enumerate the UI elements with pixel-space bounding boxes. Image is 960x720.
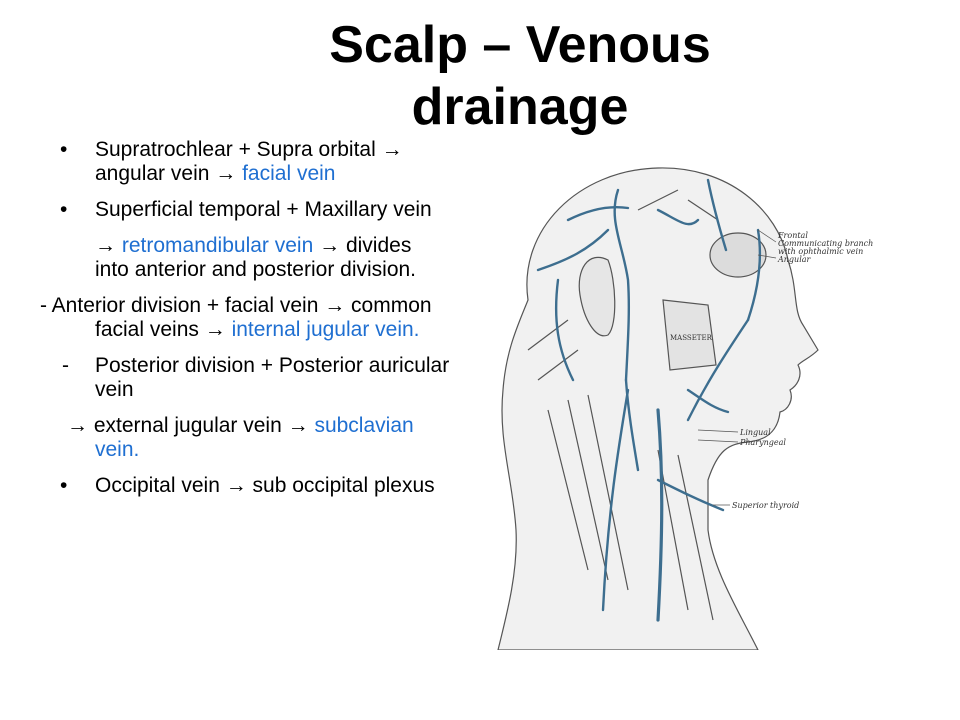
label-masseter: MASSETER [670, 334, 713, 342]
slide-title: Scalp – Venous drainage [329, 16, 711, 136]
body-item: - Anterior division + facial vein → comm… [40, 294, 450, 342]
body-item: • Superficial temporal + Maxillary vein [40, 198, 450, 222]
eye-outline [709, 232, 767, 278]
facial-vein [686, 318, 750, 422]
body-text-run: → [95, 234, 122, 257]
head-neck-vein-illustration: Frontal Communicating branch with ophtha… [497, 167, 873, 650]
superficial-temporal-vein [613, 188, 631, 382]
ear-outline [578, 256, 616, 337]
body-text-run: Superficial temporal + Maxillary vein [95, 198, 432, 221]
label-ophthalmic: with ophthalmic vein [778, 247, 863, 256]
bullet-marker: • [60, 138, 68, 161]
body-text-run: → divides into anterior and posterior di… [95, 234, 417, 281]
highlighted-term: facial vein [242, 162, 336, 185]
label-pharyngeal: Pharyngeal [739, 438, 786, 447]
body-item: - Posterior division + Posterior auricula… [40, 354, 450, 402]
angular-vein [746, 228, 762, 322]
body-text-run: Supratrochlear + Supra orbital → angular… [95, 138, 403, 185]
bullet-marker: • [60, 474, 68, 497]
label-lingual: Lingual [739, 428, 771, 437]
external-jugular-vein [601, 388, 630, 612]
bullet-marker: • [60, 198, 68, 221]
body-text-run: Posterior division + Posterior auricular… [95, 354, 450, 401]
internal-jugular-vein [656, 408, 664, 622]
masseter-region [662, 299, 717, 371]
body-text-run: → external jugular vein → [67, 414, 315, 437]
label-angular: Angular [777, 255, 812, 264]
body-item: • Occipital vein → sub occipital plexus [40, 474, 450, 498]
body-item: • Supratrochlear + Supra orbital → angula… [40, 138, 450, 186]
dash-marker: - [62, 354, 69, 377]
highlighted-term: subclavian vein. [95, 414, 414, 461]
label-frontal: Frontal [777, 231, 808, 240]
body-item: → external jugular vein → subclavian vei… [40, 414, 450, 462]
body-item: → retromandibular vein → divides into an… [40, 234, 450, 282]
body-text-run: Occipital vein → sub occipital plexus [95, 474, 435, 497]
body-text-run: - Anterior division + facial vein → comm… [40, 294, 432, 341]
slide-body: • Supratrochlear + Supra orbital → angula… [40, 138, 450, 510]
highlighted-term: internal jugular vein. [231, 318, 420, 341]
label-communicating: Communicating branch [778, 239, 873, 248]
occipital-vein [554, 278, 575, 382]
superior-thyroid-vein [656, 478, 725, 512]
highlighted-term: retromandibular vein [121, 234, 314, 257]
label-superior-thyroid: Superior thyroid [732, 501, 799, 510]
retromandibular-vein [624, 378, 640, 472]
frontal-vein [706, 178, 728, 252]
